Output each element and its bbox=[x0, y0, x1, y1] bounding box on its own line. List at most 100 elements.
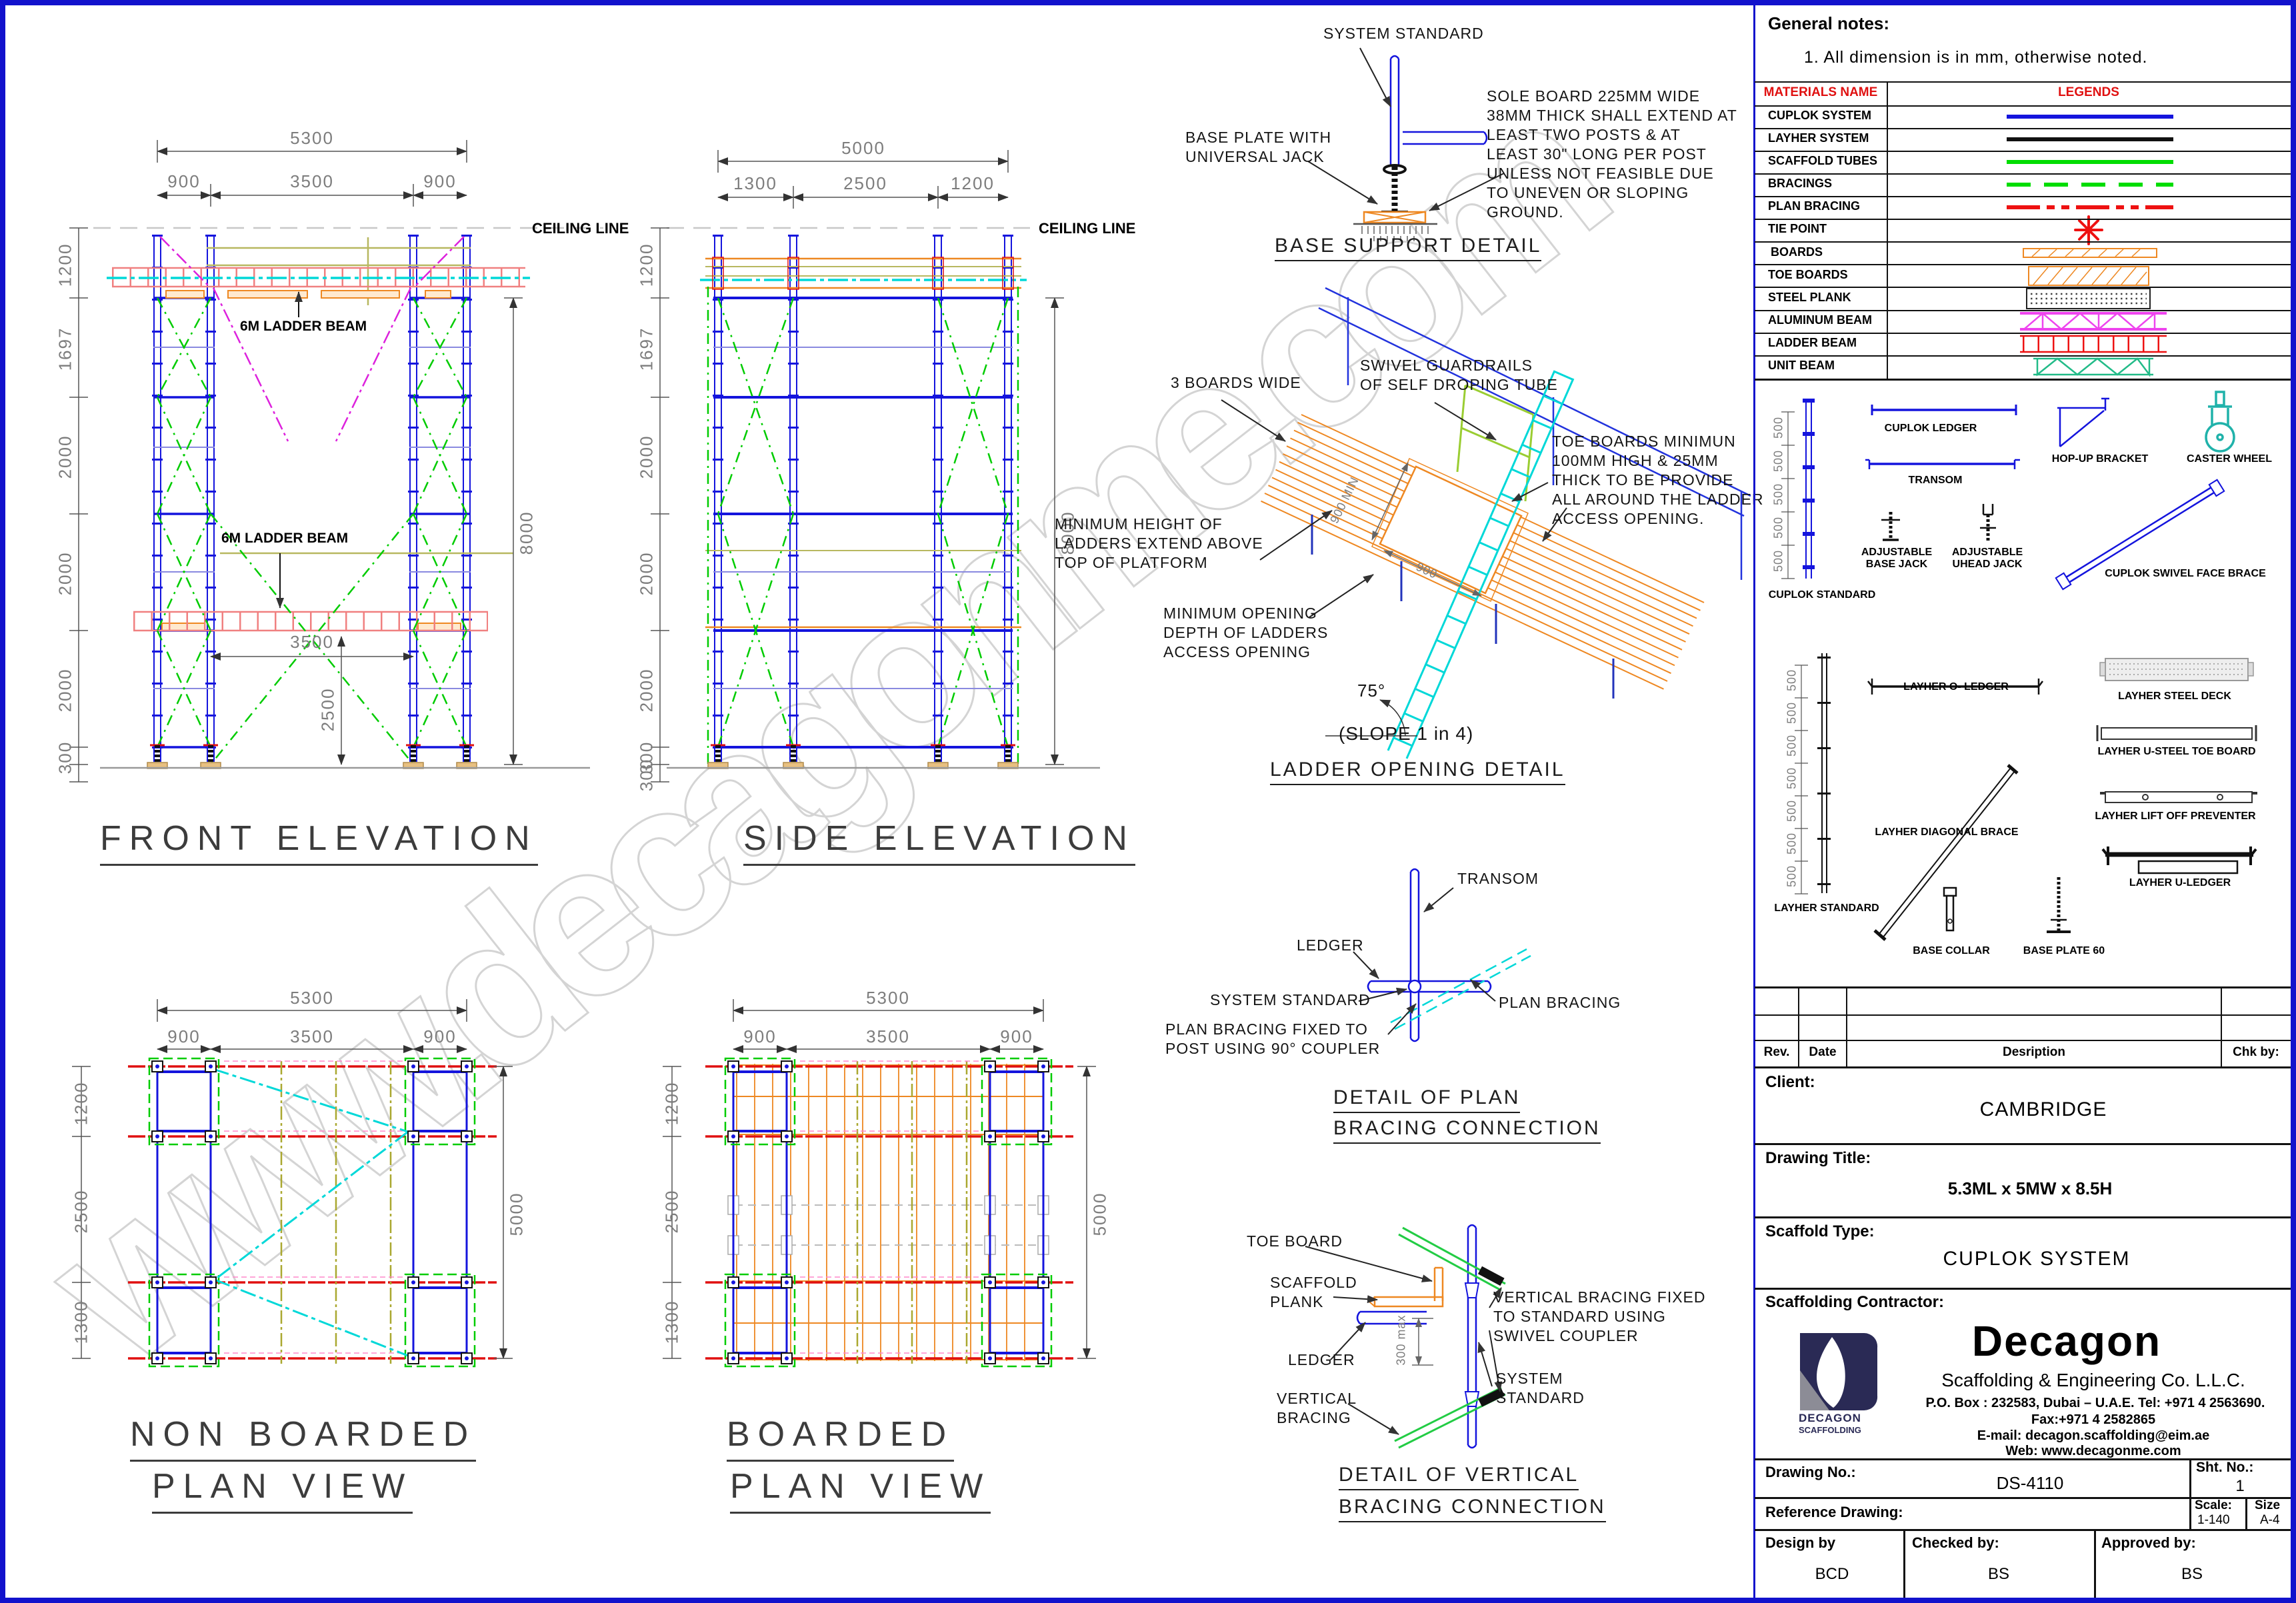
rev-table-line bbox=[1755, 986, 2291, 988]
transom-label: TRANSOM bbox=[1908, 475, 1963, 486]
checked-by-value: BS bbox=[1987, 1565, 2009, 1583]
pb-plan-bracing-label: PLAN BRACING bbox=[1499, 994, 1621, 1011]
drawing-no-value: DS-4110 bbox=[1996, 1473, 2064, 1493]
legend-symbols bbox=[2007, 115, 2173, 377]
layher-standard-label: LAYHER STANDARD bbox=[1774, 902, 1879, 914]
legend-line bbox=[1755, 219, 2291, 220]
sht-no-value: 1 bbox=[2235, 1477, 2245, 1495]
boarded-plan-drawing bbox=[663, 999, 1096, 1368]
design-by-value: BCD bbox=[1815, 1565, 1849, 1583]
rev-col-divider bbox=[2221, 986, 2222, 1066]
vb-ledger-label: LEDGER bbox=[1288, 1351, 1355, 1368]
logo-text-line1: DECAGON bbox=[1799, 1412, 1861, 1424]
bs-system-standard-label: SYSTEM STANDARD bbox=[1323, 25, 1484, 42]
size-label: Size bbox=[2255, 1498, 2281, 1512]
rev-col-divider bbox=[1846, 986, 1847, 1066]
vb-vertical-bracing-label: VERTICAL BRACING bbox=[1277, 1390, 1357, 1426]
pb-title-line1: DETAIL OF PLAN bbox=[1333, 1086, 1521, 1113]
layher-diagonal-brace-label: LAYHER DIAGONAL BRACE bbox=[1875, 826, 2019, 838]
scale-label: Scale: bbox=[2195, 1498, 2232, 1512]
front-dim-left-2: 2000 bbox=[55, 435, 75, 479]
nb-title-line1: NON BOARDED bbox=[130, 1414, 477, 1462]
vb-toe-board-label: TOE BOARD bbox=[1247, 1232, 1343, 1250]
legend-row-name: CUPLOK SYSTEM bbox=[1768, 109, 1872, 122]
side-elevation-title: SIDE ELEVATION bbox=[743, 818, 1135, 866]
legend-row-name: UNIT BEAM bbox=[1768, 359, 1835, 372]
b-dim-left-1: 2500 bbox=[661, 1189, 682, 1234]
sht-divider bbox=[2189, 1458, 2191, 1497]
b-dim-right: 5000 bbox=[1089, 1192, 1110, 1236]
side-ceiling-line-label: CEILING LINE bbox=[1039, 220, 1136, 237]
company-web: Web: www.decagonme.com bbox=[2005, 1444, 2181, 1458]
legend-line bbox=[1755, 196, 2291, 197]
nb-dim-right: 5000 bbox=[506, 1192, 527, 1236]
contractor-label: Scaffolding Contractor: bbox=[1765, 1293, 1944, 1311]
adj-base-jack-label: ADJUSTABLE BASE JACK bbox=[1861, 547, 1933, 570]
description-header: Desription bbox=[2003, 1045, 2065, 1059]
scaffold-type-value: CUPLOK SYSTEM bbox=[1943, 1248, 2131, 1270]
caster-wheel-label: CASTER WHEEL bbox=[2187, 453, 2272, 465]
scaffold-type-label: Scaffold Type: bbox=[1765, 1222, 1875, 1240]
layher-lift-off-preventer-label: LAYHER LIFT OFF PREVENTER bbox=[2095, 810, 2256, 822]
nb-title-line2: PLAN VIEW bbox=[152, 1466, 413, 1514]
legend-row-name: LAYHER SYSTEM bbox=[1768, 131, 1869, 145]
vb-title-line1: DETAIL OF VERTICAL bbox=[1339, 1464, 1579, 1490]
b-title-line1: BOARDED bbox=[727, 1414, 955, 1462]
front-dim-left-1: 1697 bbox=[55, 327, 75, 371]
company-subtitle: Scaffolding & Engineering Co. L.L.C. bbox=[1941, 1370, 2245, 1390]
front-dim-bay-left: 900 bbox=[167, 171, 201, 191]
b-dim-left-0: 1200 bbox=[661, 1081, 682, 1126]
sig-divider bbox=[2094, 1529, 2096, 1598]
b-dim-bay-left: 900 bbox=[743, 1026, 777, 1046]
vertical-bracing-detail-drawing bbox=[1305, 1224, 1506, 1449]
legend-header-materials: MATERIALS NAME bbox=[1763, 85, 1878, 99]
vb-title-line2: BRACING CONNECTION bbox=[1339, 1496, 1606, 1522]
pb-transom-label: TRANSOM bbox=[1457, 870, 1539, 887]
b-dim-bay-right: 900 bbox=[1000, 1026, 1033, 1046]
front-dim-inner-width: 3500 bbox=[290, 632, 334, 652]
layher-steel-deck-label: LAYHER STEEL DECK bbox=[2118, 691, 2231, 702]
lo-slope-label: (SLOPE 1 in 4) bbox=[1339, 723, 1474, 744]
side-dim-bay-mid: 2500 bbox=[843, 173, 887, 193]
panel-divider bbox=[1753, 5, 1755, 1598]
pb-fixed-note: PLAN BRACING FIXED TO POST USING 90° COU… bbox=[1165, 1020, 1381, 1057]
side-dim-left-2: 2000 bbox=[636, 435, 657, 479]
front-dim-left-3: 2000 bbox=[55, 551, 75, 596]
side-dim-left-3: 2000 bbox=[636, 551, 657, 596]
rev-header: Rev. bbox=[1763, 1045, 1790, 1059]
b-dim-total: 5300 bbox=[866, 988, 910, 1008]
chk-by-header: Chk by: bbox=[2233, 1045, 2279, 1059]
legend-header-legends: LEGENDS bbox=[2058, 85, 2119, 99]
bs-sole-board-note: SOLE BOARD 225MM WIDE 38MM THICK SHALL E… bbox=[1487, 87, 1737, 221]
legend-line bbox=[1755, 128, 2291, 129]
base-support-detail-drawing bbox=[1307, 47, 1505, 241]
layher-u-steel-toe-board-label: LAYHER U-STEEL TOE BOARD bbox=[2097, 746, 2256, 757]
plan-bracing-detail-drawing bbox=[1353, 868, 1531, 1042]
side-dim-bay-right: 1200 bbox=[951, 173, 995, 193]
lo-guardrails-label: SWIVEL GUARDRAILS OF SELF DROPING TUBE bbox=[1360, 357, 1558, 393]
hopup-bracket-label: HOP-UP BRACKET bbox=[2051, 453, 2149, 465]
non-boarded-plan-drawing bbox=[72, 999, 513, 1368]
b-dim-bay-mid: 3500 bbox=[866, 1026, 910, 1046]
logo-text-line2: SCAFFOLDING bbox=[1799, 1425, 1861, 1435]
company-fax: Fax:+971 4 2582865 bbox=[2031, 1412, 2156, 1427]
front-elevation-drawing bbox=[69, 140, 603, 783]
size-value: A-4 bbox=[2260, 1513, 2280, 1527]
legend-row-name: LADDER BEAM bbox=[1768, 336, 1857, 349]
cuplok-ledger-label: CUPLOK LEDGER bbox=[1884, 423, 1977, 434]
rev-table-line bbox=[1755, 1014, 2291, 1016]
client-label: Client: bbox=[1765, 1073, 1815, 1091]
approved-by-label: Approved by: bbox=[2101, 1534, 2196, 1551]
legend-row-name: TIE POINT bbox=[1768, 222, 1827, 235]
lo-boards-wide-label: 3 BOARDS WIDE bbox=[1171, 374, 1301, 391]
section-divider bbox=[1755, 1216, 2291, 1218]
legend-line bbox=[1755, 105, 2291, 107]
lo-toe-boards-note: TOE BOARDS MINIMUN 100MM HIGH & 25MM THI… bbox=[1552, 433, 1764, 527]
front-dim-left-5: 300 bbox=[55, 741, 75, 775]
front-ceiling-line-label: CEILING LINE bbox=[532, 220, 629, 237]
rev-table-line bbox=[1755, 1040, 2291, 1041]
legend-line bbox=[1755, 173, 2291, 175]
side-dim-total: 5000 bbox=[841, 138, 885, 158]
